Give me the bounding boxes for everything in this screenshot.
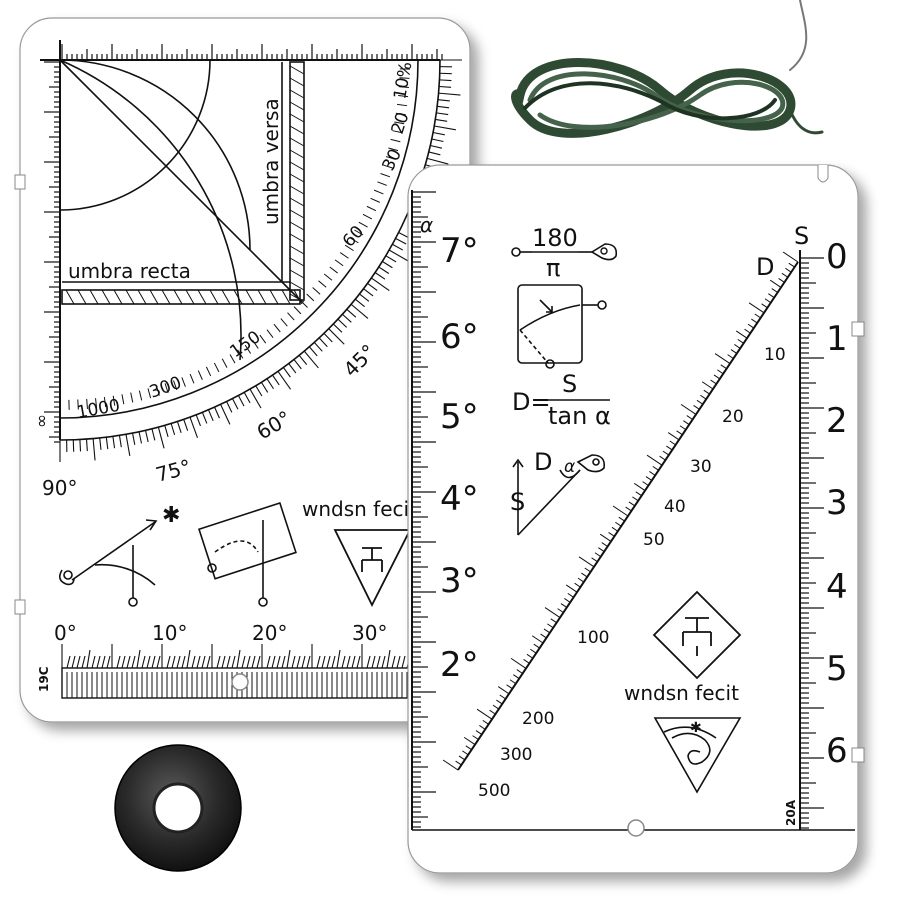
svg-text:π: π [546,254,560,282]
right-scale-3: 3 [826,483,848,523]
back-maker-label: wndsn fecit [302,497,417,521]
right-scale-1: 1 [826,319,848,359]
diag-label-100: 100 [577,628,609,648]
umbra-versa-label: umbra versa [259,98,283,225]
diag-label-50: 50 [643,530,665,550]
degree-4-label: 4° [440,479,479,519]
svg-text:S: S [562,370,577,398]
back-model-code: 19C [37,666,51,692]
front-model-code: 20A [784,799,798,826]
alpha-symbol-top: α [420,213,433,237]
diag-top-d-label: D [756,253,774,281]
angle-90-label: 90° [42,476,77,500]
bottom-angle-10: 10° [152,621,187,645]
diag-label-200: 200 [522,709,554,729]
triangle-s-label: S [510,488,525,516]
diag-label-500: 500 [478,781,510,801]
front-maker-label: wndsn fecit [624,681,739,705]
degree-2-label: 2° [440,645,479,685]
right-scale-4: 4 [826,567,848,607]
green-cord [516,0,822,133]
right-scale-6: 6 [826,731,848,771]
rubber-washer [115,745,241,871]
svg-text:180: 180 [532,224,578,252]
degree-6-label: 6° [440,317,479,357]
svg-text:✱: ✱ [690,720,702,736]
diag-label-40: 40 [664,497,686,517]
bottom-angle-30: 30° [352,621,387,645]
front-card-hole [628,820,644,836]
degree-7-label: 7° [440,231,479,271]
infinity-label: ∞ [32,414,52,428]
triangle-alpha-label: α [564,457,575,477]
front-card: α 7° 6° 5° 4° 3° 2° 180 π [408,165,864,873]
right-top-s-label: S [794,222,809,250]
right-scale-0: 0 [826,237,848,277]
degree-3-label: 3° [440,561,479,601]
bottom-angle-0: 0° [54,621,77,645]
diag-label-10: 10 [764,345,786,365]
right-scale-2: 2 [826,401,848,441]
svg-text:D=: D= [512,388,551,416]
bottom-angle-20: 20° [252,621,287,645]
diag-label-20: 20 [722,407,744,427]
back-card-hole [232,674,248,690]
back-card: umbra recta umbra versa 10% 20 30 60 100… [15,18,470,722]
degree-5-label: 5° [440,397,479,437]
diag-label-30: 30 [690,457,712,477]
triangle-d-label: D [534,448,552,476]
right-scale-5: 5 [826,649,848,689]
svg-text:tan α: tan α [548,402,611,430]
diag-label-300: 300 [500,745,532,765]
umbra-recta-label: umbra recta [68,259,191,283]
svg-text:✱: ✱ [162,503,180,528]
